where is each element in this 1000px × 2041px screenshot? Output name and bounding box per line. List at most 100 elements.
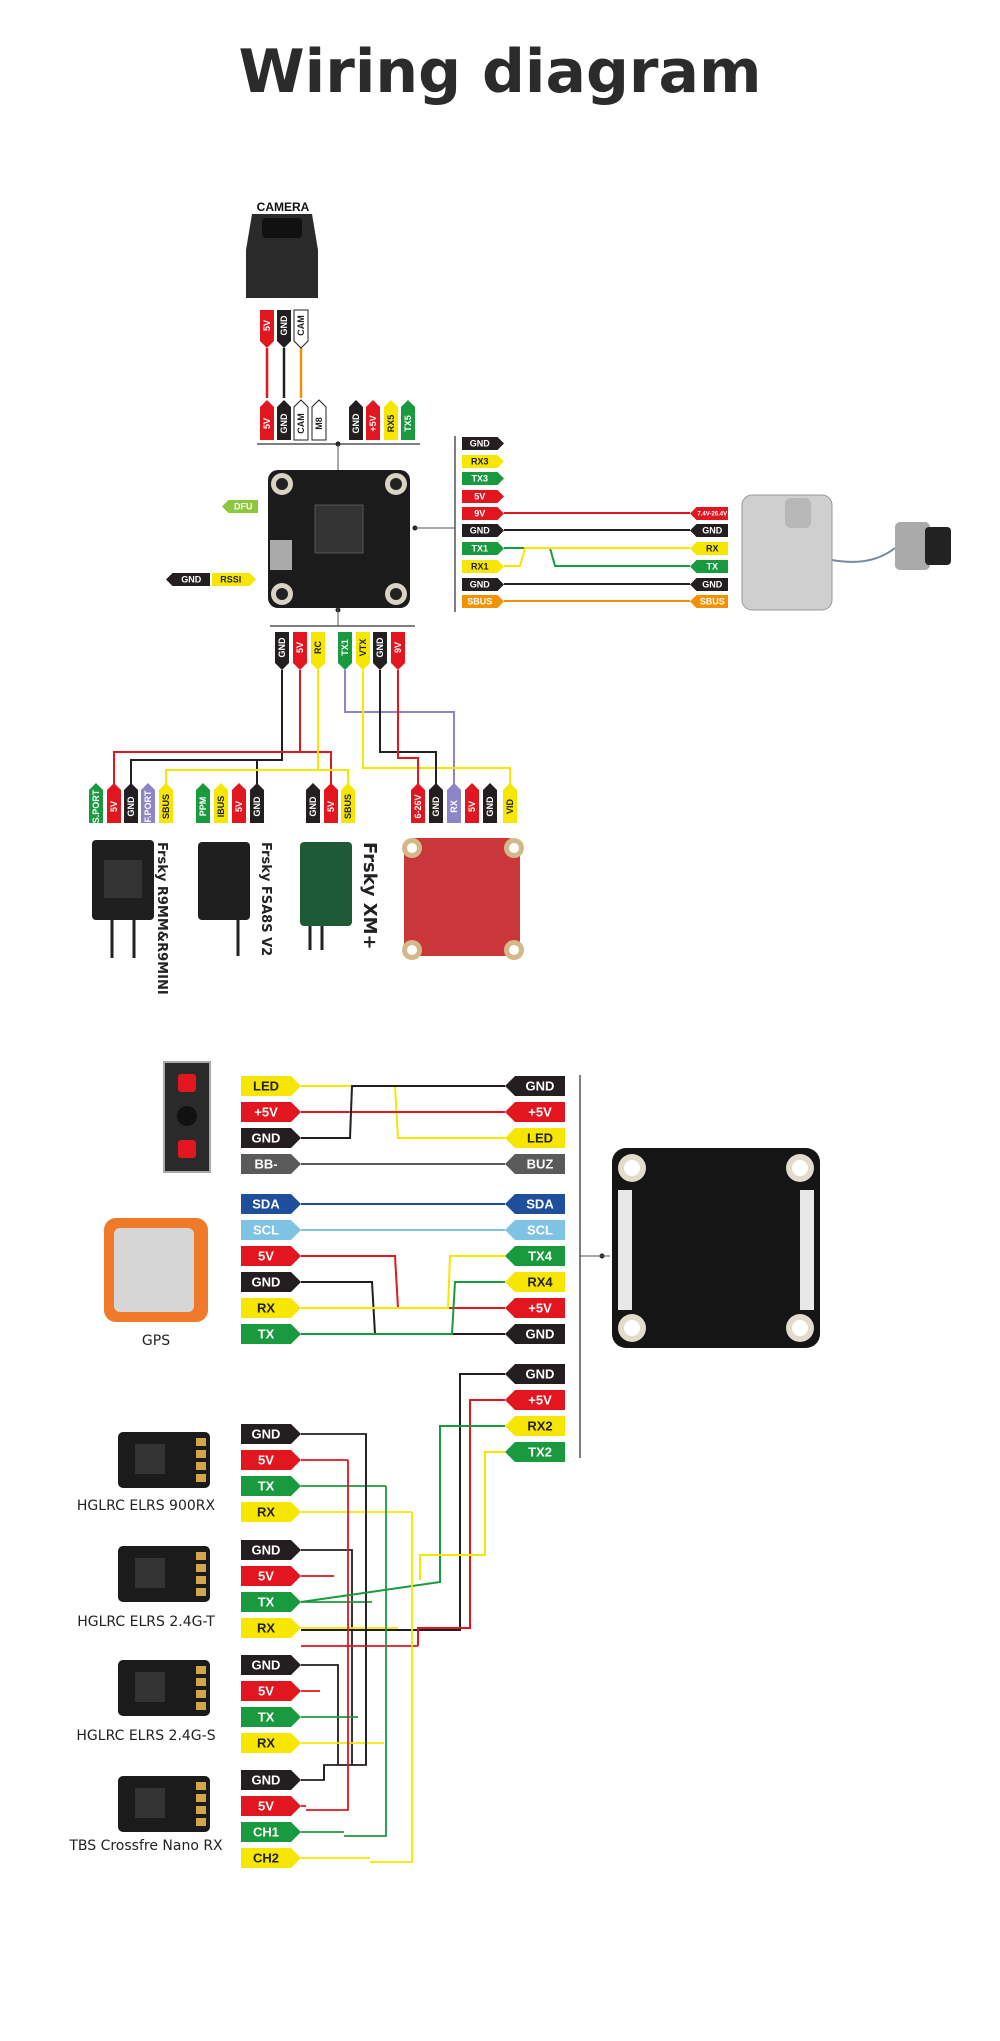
pin-tag bbox=[275, 632, 289, 670]
solder-pad bbox=[196, 1552, 206, 1560]
pin-label: RSSI bbox=[220, 575, 241, 585]
pin-label: RC bbox=[313, 641, 323, 654]
pin-label: GND bbox=[252, 1658, 281, 1673]
pin-tag bbox=[241, 1733, 301, 1753]
wire bbox=[301, 1664, 339, 1765]
receiver-name: HGLRC ELRS 2.4G-S bbox=[76, 1728, 215, 1744]
mount-hole bbox=[792, 1320, 808, 1336]
wire bbox=[344, 670, 455, 785]
pin-tag bbox=[241, 1502, 301, 1522]
pin-label: SCL bbox=[253, 1223, 279, 1238]
pin-tag bbox=[89, 783, 103, 823]
pin-tag bbox=[373, 632, 387, 670]
solder-pad bbox=[196, 1782, 206, 1790]
pin-tag bbox=[222, 500, 258, 513]
pin-label: GND bbox=[252, 1773, 281, 1788]
pin-label: 5V bbox=[262, 418, 272, 429]
pin-tag bbox=[260, 400, 274, 440]
gps-antenna bbox=[114, 1228, 194, 1312]
pin-label: GND bbox=[470, 580, 491, 590]
pin-label: GND bbox=[279, 413, 289, 434]
solder-pad bbox=[196, 1576, 206, 1584]
receiver-chip bbox=[135, 1672, 165, 1702]
pin-label: 5V bbox=[326, 801, 336, 812]
receiver-chip bbox=[104, 860, 142, 898]
pin-label: 5V bbox=[258, 1249, 274, 1264]
pin-label: GND bbox=[470, 439, 491, 449]
device-label: Frsky XM+ bbox=[359, 842, 380, 950]
solder-pad bbox=[196, 1462, 206, 1470]
pin-label: SCL bbox=[527, 1223, 553, 1238]
connector bbox=[618, 1190, 632, 1310]
pin-label: 6-26V bbox=[413, 794, 423, 818]
pin-label: GND bbox=[279, 315, 289, 336]
device-label: Frsky FSA8S V2 bbox=[258, 842, 273, 956]
pin-tag bbox=[241, 1655, 301, 1675]
solder-pad bbox=[196, 1666, 206, 1674]
pin-tag bbox=[384, 400, 398, 440]
mount-hole bbox=[390, 478, 402, 490]
pin-tag bbox=[260, 310, 274, 348]
pin-label: 5V bbox=[258, 1453, 274, 1468]
solder-pad bbox=[196, 1588, 206, 1596]
pin-tag bbox=[505, 1390, 565, 1410]
pin-tag bbox=[241, 1128, 301, 1148]
pin-label: RX4 bbox=[527, 1275, 553, 1290]
receiver-name: HGLRC ELRS 900RX bbox=[77, 1498, 216, 1514]
wire bbox=[504, 547, 690, 567]
pin-label: CH2 bbox=[253, 1851, 279, 1866]
pin-label: GND bbox=[252, 1543, 281, 1558]
pin-label: DFU bbox=[234, 502, 253, 512]
pin-label: SBUS bbox=[343, 794, 353, 819]
pin-label: SBUS bbox=[467, 597, 492, 607]
wire bbox=[301, 1281, 505, 1335]
pin-label: GND bbox=[431, 796, 441, 817]
pin-tag bbox=[505, 1272, 565, 1292]
pin-tag bbox=[311, 399, 327, 441]
pin-label: GND bbox=[526, 1079, 555, 1094]
pin-tag bbox=[324, 783, 338, 823]
pin-label: 5V bbox=[258, 1569, 274, 1584]
wire bbox=[165, 670, 319, 785]
pin-label: GND bbox=[308, 796, 318, 817]
pin-tag bbox=[141, 783, 155, 823]
pin-label: 5V bbox=[474, 492, 485, 502]
pin-tag bbox=[447, 783, 461, 823]
solder-pad bbox=[196, 1474, 206, 1482]
pin-label: +5V bbox=[254, 1105, 278, 1120]
connector bbox=[800, 1190, 814, 1310]
pin-tag bbox=[241, 1770, 301, 1790]
pin-label: RX bbox=[257, 1301, 275, 1316]
pin-label: GND bbox=[181, 575, 202, 585]
pin-label: 5V bbox=[109, 801, 119, 812]
mount-hole bbox=[509, 945, 519, 955]
receiver-name: TBS Crossfre Nano RX bbox=[68, 1838, 223, 1854]
pin-label: TX bbox=[258, 1595, 275, 1610]
wire bbox=[504, 547, 690, 567]
pin-label: VTX bbox=[358, 639, 368, 657]
pin-tag bbox=[690, 542, 728, 555]
pin-label: BB- bbox=[254, 1157, 277, 1172]
pin-label: RX bbox=[257, 1621, 275, 1636]
pin-tag bbox=[293, 309, 309, 349]
pin-tag bbox=[241, 1154, 301, 1174]
pin-label: 5V bbox=[258, 1684, 274, 1699]
pin-label: SBUS bbox=[161, 794, 171, 819]
pin-tag bbox=[124, 783, 138, 823]
solder-pad bbox=[196, 1438, 206, 1446]
solder-pad bbox=[196, 1690, 206, 1698]
pin-label: CH1 bbox=[253, 1825, 279, 1840]
vtx-board bbox=[404, 838, 520, 956]
mcu-chip bbox=[314, 504, 364, 554]
wire bbox=[301, 1433, 367, 1765]
mount-hole bbox=[276, 478, 288, 490]
pin-label: TX1 bbox=[340, 639, 350, 656]
wire bbox=[323, 1434, 367, 1780]
pin-label: RX3 bbox=[471, 457, 489, 467]
pin-label: IBUS bbox=[216, 796, 226, 818]
pin-label: TX4 bbox=[528, 1249, 553, 1264]
pin-label: TX3 bbox=[471, 474, 488, 484]
pin-tag bbox=[505, 1364, 565, 1384]
led-icon bbox=[178, 1074, 196, 1092]
pin-label: RX bbox=[257, 1736, 275, 1751]
